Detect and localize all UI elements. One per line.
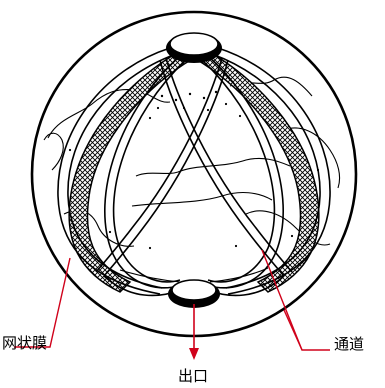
outlet-arrow-head [189, 348, 199, 360]
outlet-hub [168, 280, 220, 308]
channel-pointer-line-b [284, 310, 302, 350]
mesh-annotation: 网状膜 [2, 258, 70, 352]
top-hub [166, 33, 222, 63]
outlet-annotation: 出口 [178, 304, 208, 385]
outlet-label: 出口 [178, 367, 208, 385]
channel-annotation: 通道 [262, 250, 364, 353]
mesh-label: 网状膜 [2, 334, 47, 352]
mesh-bands [69, 50, 319, 292]
channel-label: 通道 [334, 335, 364, 353]
